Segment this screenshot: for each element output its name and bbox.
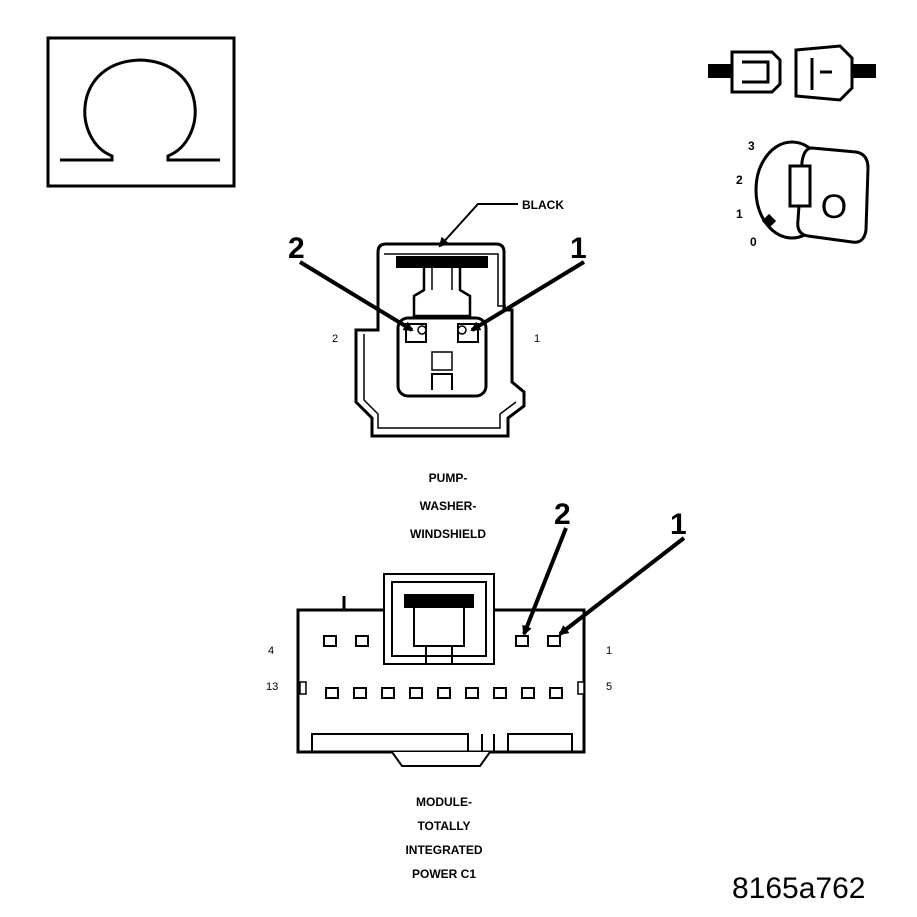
pump-pin-1-callout: 1 — [570, 232, 587, 265]
key-label: O — [821, 188, 847, 226]
module-tip-connector — [296, 573, 586, 767]
ignition-key-icon: O 3 2 1 0 — [736, 139, 870, 249]
module-connector-caption: MODULE- TOTALLY INTEGRATED POWER C1 — [405, 795, 482, 881]
pump-pin-1-arrow — [470, 260, 586, 332]
module-pin-1-arrow — [558, 536, 686, 636]
svg-text:PUMP-: PUMP- — [429, 471, 468, 485]
module-pin-2-arrow — [522, 527, 568, 636]
svg-text:INTEGRATED: INTEGRATED — [405, 843, 482, 857]
module-row-label-top-left: 4 — [268, 645, 274, 657]
black-wire-callout: BLACK — [438, 198, 564, 248]
svg-text:TOTALLY: TOTALLY — [417, 819, 470, 833]
pump-pin-1-label: 1 — [534, 333, 540, 345]
module-row-label-top-right: 1 — [606, 645, 612, 657]
pump-pin-2-label: 2 — [332, 333, 338, 345]
ignition-pos-2: 2 — [736, 173, 743, 187]
connector-disconnected-icon — [708, 44, 876, 102]
module-row-label-bottom-right: 5 — [606, 681, 612, 693]
module-pin-1-callout: 1 — [670, 508, 687, 541]
ignition-pos-1: 1 — [736, 207, 743, 221]
pump-pin-2-callout: 2 — [288, 232, 305, 265]
figure-id: 8165a762 — [732, 872, 865, 905]
pump-connector-caption: PUMP- WASHER- WINDSHIELD — [410, 471, 486, 541]
svg-text:WASHER-: WASHER- — [420, 499, 477, 513]
module-row-label-bottom-left: 13 — [266, 681, 278, 693]
pump-washer-connector — [354, 242, 526, 438]
module-pin-2-callout: 2 — [554, 498, 571, 531]
ignition-pos-3: 3 — [748, 139, 755, 153]
ignition-pos-0: 0 — [750, 235, 757, 249]
svg-text:WINDSHIELD: WINDSHIELD — [410, 527, 486, 541]
ohmmeter-icon — [46, 36, 236, 188]
pump-pin-2-arrow — [298, 260, 414, 332]
svg-text:POWER C1: POWER C1 — [412, 867, 476, 881]
svg-text:MODULE-: MODULE- — [416, 795, 472, 809]
wire-color-label: BLACK — [522, 198, 564, 212]
